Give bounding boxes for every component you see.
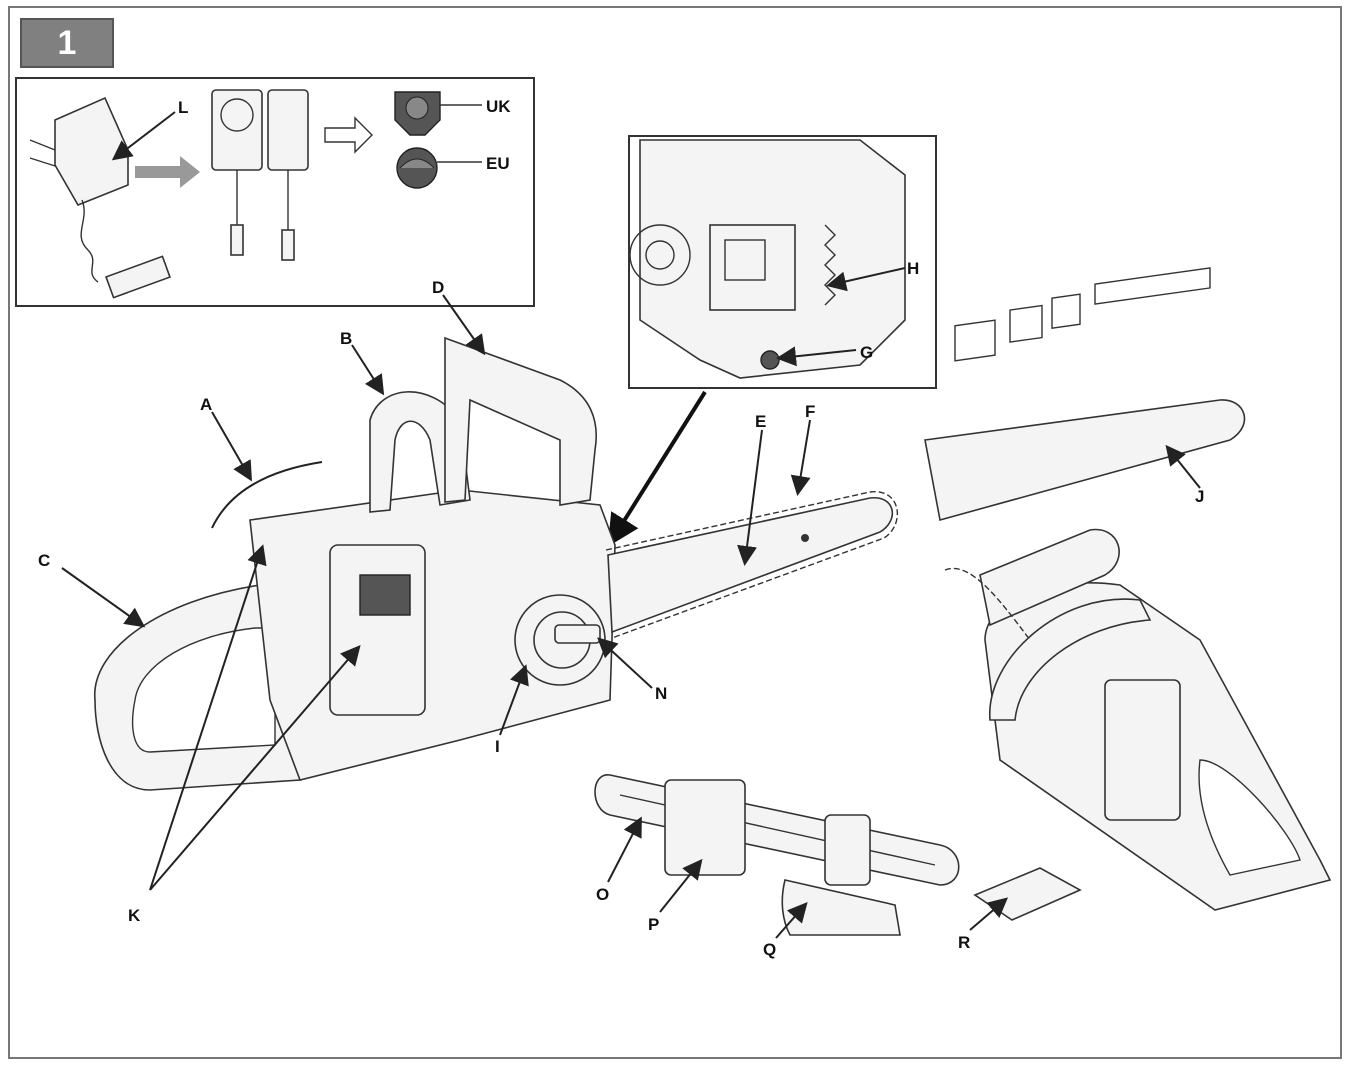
label-e: E xyxy=(755,412,766,431)
label-q: Q xyxy=(763,940,776,959)
grey-arrow-icon xyxy=(135,156,200,188)
label-k: K xyxy=(128,906,141,925)
label-b: B xyxy=(340,329,352,348)
bar-cover-illustration xyxy=(924,267,1246,522)
eu-plug-icon xyxy=(396,147,438,189)
accessory-rail-illustration xyxy=(594,774,960,886)
outline-arrow-icon xyxy=(324,116,373,154)
label-g: G xyxy=(860,343,873,362)
label-n: N xyxy=(655,684,667,703)
uk-plug-icon xyxy=(394,91,441,136)
charger-illustration xyxy=(29,96,171,299)
label-l: L xyxy=(178,98,188,117)
label-j: J xyxy=(1195,487,1204,506)
label-eu: EU xyxy=(486,154,510,173)
chainsaw-main-illustration xyxy=(94,336,899,791)
label-o: O xyxy=(596,885,609,904)
detail-pointer-arrow xyxy=(607,390,707,547)
label-d: D xyxy=(432,278,444,297)
label-i: I xyxy=(495,737,500,756)
label-a: A xyxy=(200,395,212,414)
label-r: R xyxy=(958,933,970,952)
adapter-illustration xyxy=(211,89,309,261)
label-p: P xyxy=(648,915,659,934)
figure-number-badge: 1 xyxy=(20,18,114,68)
label-f: F xyxy=(805,402,815,421)
charger-inset: UK EU L xyxy=(15,77,535,307)
label-c: C xyxy=(38,551,50,570)
label-uk: UK xyxy=(486,97,511,116)
label-h: H xyxy=(907,259,919,278)
chainsaw-rear-illustration xyxy=(944,528,1332,911)
oil-container-illustration xyxy=(781,879,901,936)
sprocket-detail-inset: H G xyxy=(628,135,937,389)
figure-frame xyxy=(8,6,1342,1059)
